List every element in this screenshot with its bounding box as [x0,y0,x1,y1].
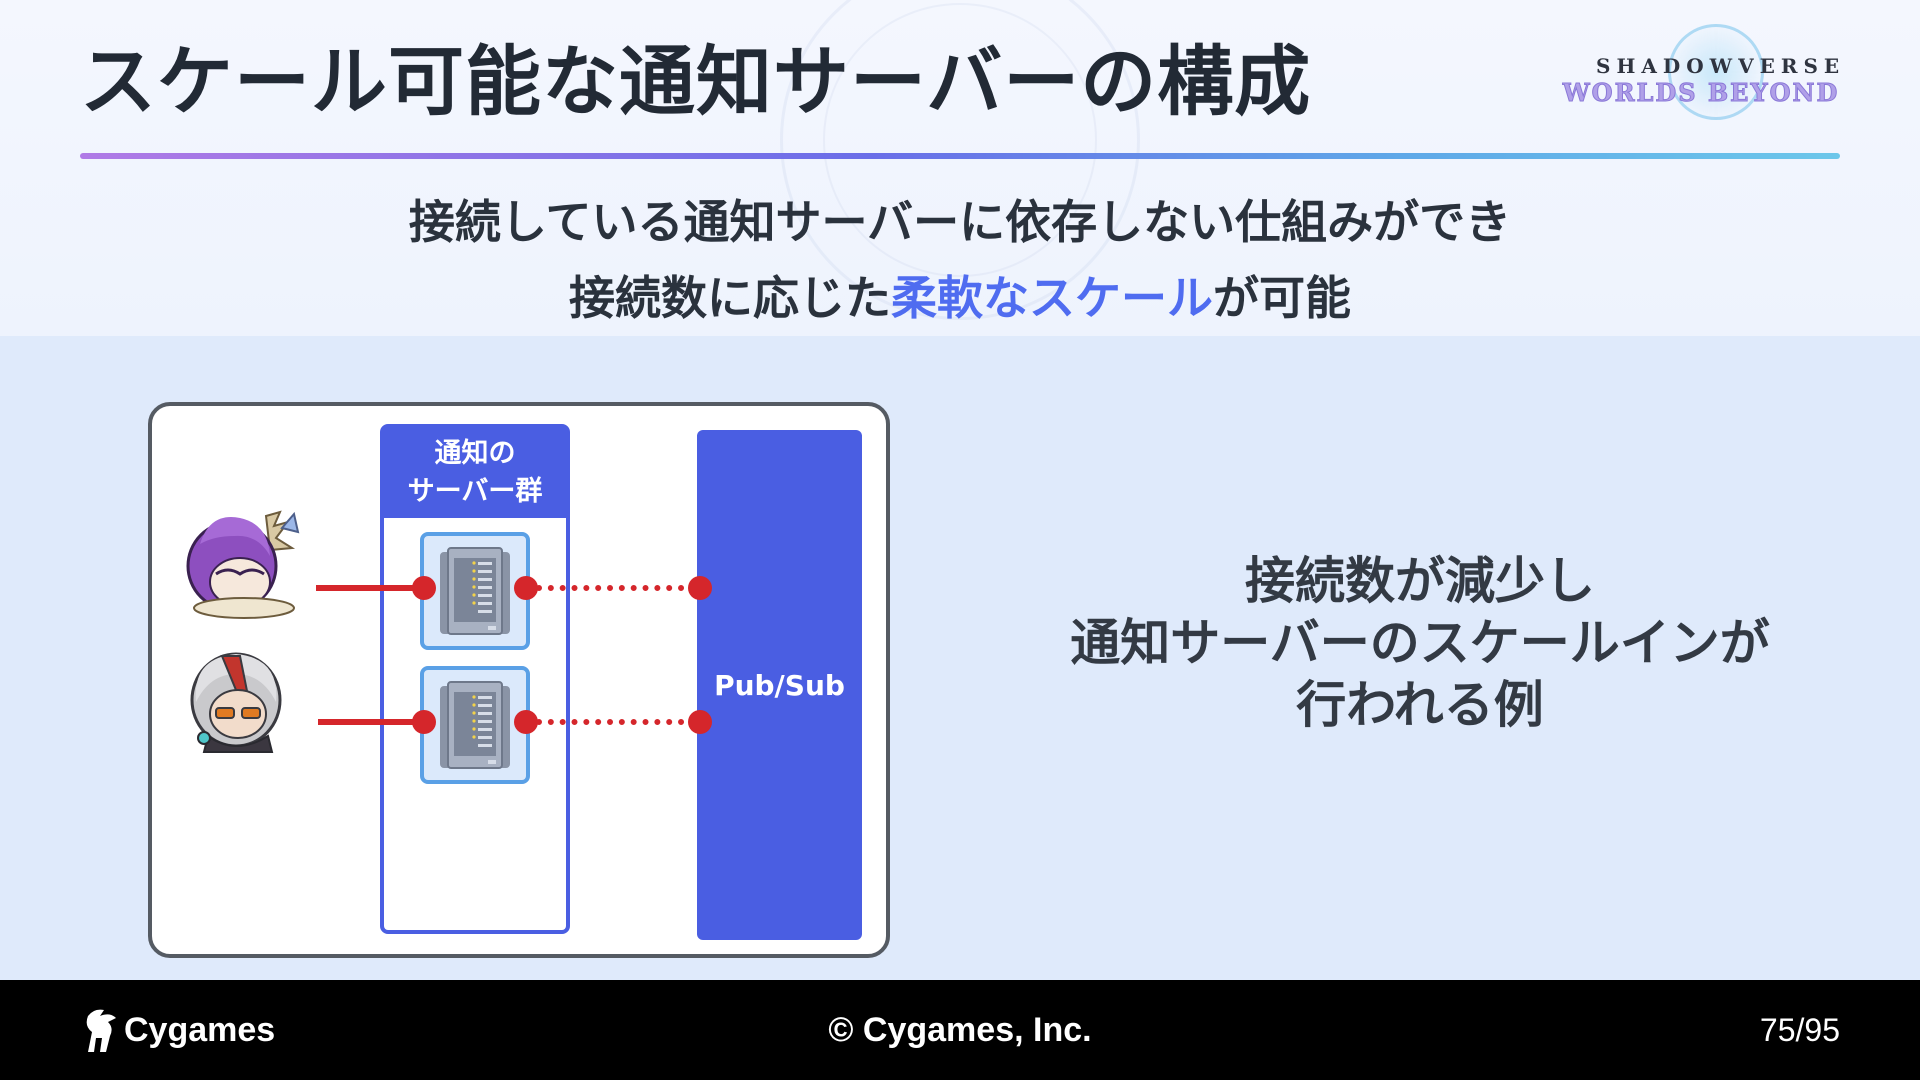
subtitle-line-2-suffix: が可能 [1213,271,1351,325]
subtitle-line-2: 接続数に応じた柔軟なスケールが可能 [0,262,1920,328]
page-number: 75/95 [1759,1012,1840,1048]
server-group-label: 通知の サーバー群 [384,428,566,518]
pubsub-link-line-1 [536,585,696,591]
subtitle-line-2-prefix: 接続数に応じた [569,271,891,325]
character-avatar-2 [190,652,282,753]
server-rack-icon [440,681,510,769]
caption-line-3: 行われる例 [1296,676,1544,734]
client-connection-line-1 [316,585,424,591]
footer-brand-text: Cygames [124,1010,276,1049]
notification-server-group: 通知の サーバー群 [380,424,570,934]
connection-dot [688,710,712,734]
server-rack-icon [440,547,510,635]
caption-line-2: 通知サーバーのスケールインが [1070,614,1770,672]
footer-bar: Cygames © Cygames, Inc. 75/95 [0,980,1920,1080]
slide-title: スケール可能な通知サーバーの構成 [80,37,1312,126]
connection-dot [412,710,436,734]
cygames-logo: Cygames [80,1002,275,1058]
connection-dot [514,576,538,600]
connection-dot [412,576,436,600]
logo-emblem-icon [1668,24,1764,120]
client-connection-line-2 [318,719,424,725]
connection-dot [688,576,712,600]
pubsub-block: Pub/Sub [697,430,862,940]
server-box-2 [420,666,530,784]
server-group-label-line-2: サーバー群 [407,476,543,507]
game-logo: SHADOWVERSE WORLDS BEYOND [1556,16,1846,134]
header-area [0,0,1920,336]
title-underline [80,153,1840,159]
copyright-text: © Cygames, Inc. [828,1011,1092,1049]
diagram-caption: 接続数が減少し 通知サーバーのスケールインが 行われる例 [1000,550,1840,736]
connection-dot [514,710,538,734]
cygames-pegasus-icon [86,1009,116,1052]
server-box-1 [420,532,530,650]
character-avatar-1 [186,510,300,619]
background-emblem [780,0,1140,320]
pubsub-link-line-2 [536,719,696,725]
logo-text-bottom: WORLDS BEYOND [1562,78,1840,108]
logo-text-top: SHADOWVERSE [1596,54,1846,78]
pubsub-label: Pub/Sub [714,668,845,702]
server-group-label-line-1: 通知の [434,438,516,469]
caption-line-1: 接続数が減少し [1245,552,1595,610]
subtitle-highlight: 柔軟なスケール [891,271,1213,325]
subtitle-line-1: 接続している通知サーバーに依存しない仕組みができ [408,195,1512,249]
